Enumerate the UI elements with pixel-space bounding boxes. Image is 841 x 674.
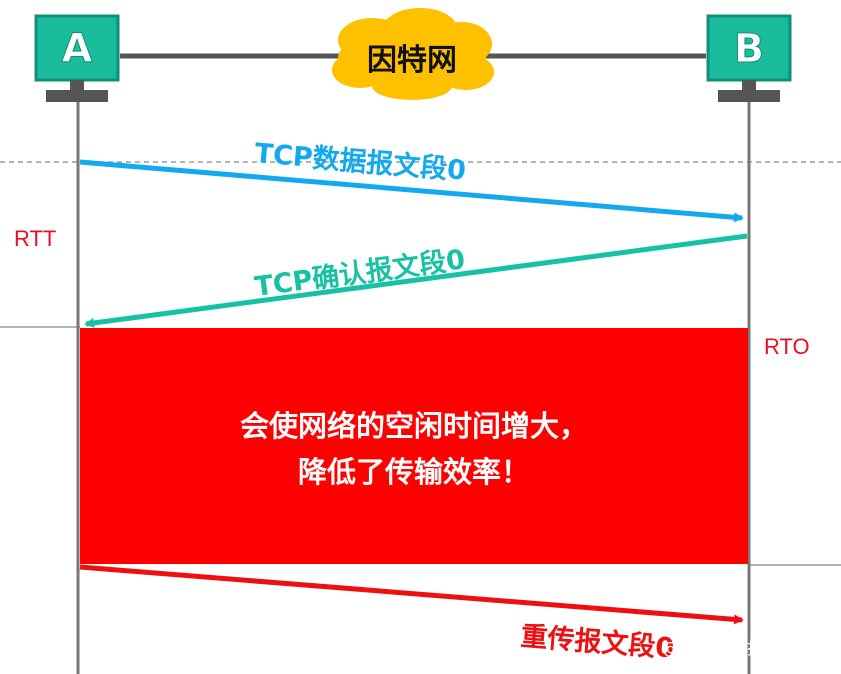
retransmit-segment-arrow [79, 564, 744, 625]
internet-cloud-icon: 因特网 [332, 8, 494, 100]
host-a-computer-icon: A [34, 14, 120, 102]
host-a-label: A [62, 26, 93, 72]
idle-period-box [80, 328, 748, 564]
rtt-label: RTT [14, 226, 56, 251]
data-segment-arrow [79, 159, 744, 223]
host-b-label: B [734, 26, 765, 72]
credit-watermark: @稀土掘金技术社区 [662, 639, 815, 659]
ack-segment-arrow [84, 233, 748, 328]
idle-box-line1: 会使网络的空闲时间增大， [240, 409, 588, 443]
retransmit-segment-label: 重传报文段0 [519, 620, 675, 664]
idle-box-line2: 降低了传输效率！ [298, 455, 530, 489]
network-label: 因特网 [367, 43, 457, 78]
rto-label: RTO [764, 334, 810, 359]
host-b-computer-icon: B [706, 14, 792, 102]
ack-segment-label: TCP确认报文段0 [253, 243, 467, 303]
